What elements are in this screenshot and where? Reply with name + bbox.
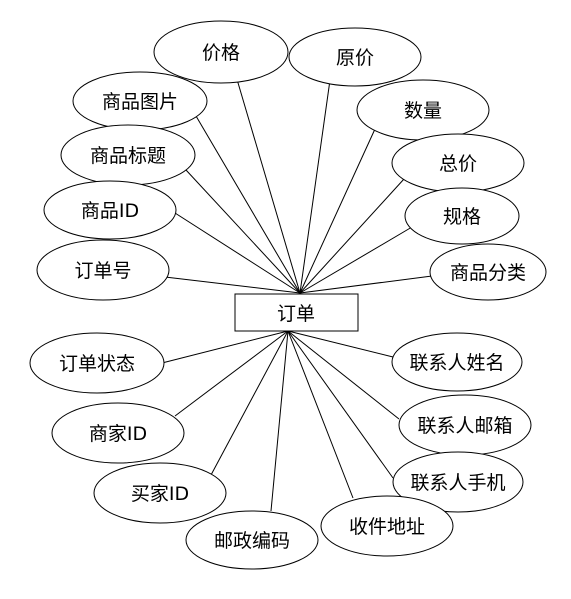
connector-price [235, 75, 301, 294]
attribute-price: 价格 [153, 20, 289, 84]
attribute-order-status: 订单状态 [29, 332, 165, 394]
entity-label: 订单 [277, 303, 315, 325]
attribute-contact-phone: 联系人手机 [392, 451, 524, 513]
attribute-ellipse [404, 187, 520, 245]
attribute-ellipse [153, 20, 289, 84]
attribute-ellipse [29, 332, 165, 394]
attribute-contact-email: 联系人邮箱 [398, 394, 532, 456]
attribute-quantity: 数量 [356, 79, 490, 141]
attribute-product-id: 商品ID [43, 180, 177, 240]
attribute-label: 联系人邮箱 [417, 415, 512, 437]
connector-order-no [164, 276, 301, 294]
attribute-address: 收件地址 [320, 495, 454, 557]
attribute-ellipse [93, 462, 227, 524]
connector-buyer-id [210, 330, 289, 476]
connector-postcode [270, 330, 289, 512]
connector-product-image [195, 115, 301, 294]
attribute-label: 原价 [336, 47, 374, 69]
attribute-label: 联系人姓名 [409, 352, 504, 374]
attribute-buyer-id: 买家ID [93, 462, 227, 524]
attribute-label: 商品分类 [450, 262, 526, 284]
attribute-category: 商品分类 [429, 243, 547, 301]
attribute-label: 数量 [404, 100, 442, 122]
connector-address [287, 330, 354, 499]
attribute-spec: 规格 [404, 187, 520, 245]
attribute-ellipse [36, 239, 170, 301]
attribute-label: 价格 [202, 42, 240, 64]
attribute-ellipse [392, 451, 524, 513]
connector-product-title [185, 169, 301, 294]
connector-category [299, 275, 433, 294]
attribute-ellipse [288, 27, 422, 87]
connector-contact-name [287, 330, 394, 358]
attribute-ellipse [185, 510, 319, 570]
attribute-label: 订单号 [74, 260, 131, 282]
attribute-ellipse [320, 495, 454, 557]
attribute-label: 收件地址 [349, 516, 425, 538]
attribute-label: 商家ID [89, 423, 147, 445]
connector-contact-email [287, 330, 400, 420]
attribute-label: 订单状态 [59, 353, 135, 375]
connector-lines [118, 75, 433, 512]
attribute-label: 联系人手机 [410, 472, 505, 494]
connector-product-id [174, 212, 301, 294]
attribute-postcode: 邮政编码 [185, 510, 319, 570]
attribute-label: 商品标题 [90, 145, 166, 167]
connector-spec [299, 226, 413, 294]
connector-quantity [299, 128, 376, 294]
connector-order-status [161, 330, 289, 364]
connector-merchant-id [174, 330, 289, 417]
attribute-ellipse [429, 243, 547, 301]
attribute-ellipse [43, 180, 177, 240]
attribute-label: 商品ID [81, 200, 139, 222]
attribute-original-price: 原价 [288, 27, 422, 87]
attribute-product-image: 商品图片 [72, 71, 208, 131]
attribute-contact-name: 联系人姓名 [391, 332, 523, 392]
attribute-order-no: 订单号 [36, 239, 170, 301]
connector-total-price [299, 178, 405, 294]
attribute-ellipse [51, 402, 185, 464]
attribute-merchant-id: 商家ID [51, 402, 185, 464]
connector-original-price [299, 79, 331, 294]
attribute-label: 买家ID [131, 483, 189, 505]
attribute-label: 商品图片 [102, 91, 178, 113]
connector-contact-phone [287, 330, 394, 479]
attribute-label: 邮政编码 [214, 530, 290, 552]
attribute-total-price: 总价 [391, 133, 525, 193]
entity-box [234, 293, 359, 332]
entity-order: 订单 [234, 293, 359, 332]
attribute-label: 规格 [443, 206, 481, 228]
attribute-product-title: 商品标题 [60, 124, 196, 186]
attribute-ellipse [391, 332, 523, 392]
attribute-label: 总价 [439, 153, 477, 175]
